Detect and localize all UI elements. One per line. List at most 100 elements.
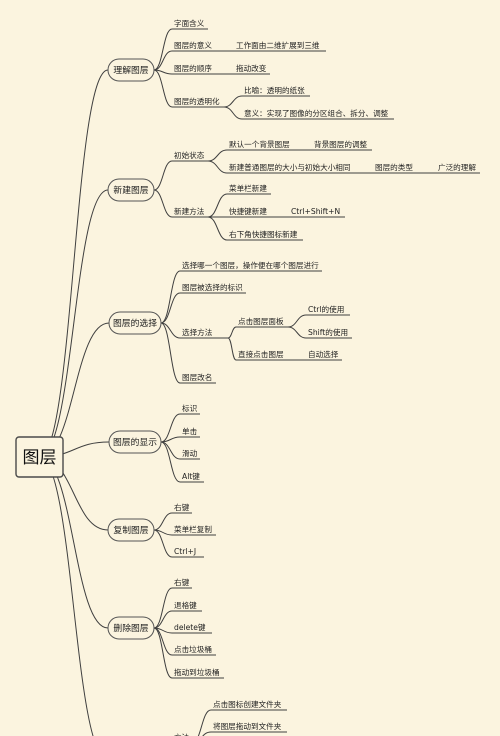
connector (197, 709, 212, 736)
leaf-label: 点击图层面板 (238, 316, 284, 326)
connector (153, 627, 173, 679)
leaf-node[interactable]: 选择方法 点击图层面板 Ctrl的使用 Shift的使用直接点击图层自动选择 (180, 304, 352, 361)
leaf-label: 菜单栏复制 (174, 524, 212, 534)
connector (202, 731, 212, 736)
connector (160, 441, 181, 483)
leaf-node[interactable]: Ctrl+Shift+N (289, 207, 345, 218)
leaf-label: 初始状态 (174, 150, 205, 160)
leaf-node[interactable]: delete键 (172, 622, 212, 634)
leaf-node[interactable]: 背景图层的调整 (312, 139, 372, 151)
branch-label: 图层的显示 (113, 436, 157, 448)
leaf-node[interactable]: 图层改名 (180, 372, 216, 384)
leaf-label: 新建方法 (174, 206, 205, 216)
branch-box (108, 430, 162, 454)
leaf-node[interactable]: 快捷键新建 Ctrl+Shift+N (227, 206, 345, 218)
connector (39, 456, 94, 736)
leaf-node[interactable]: 比喻：透明的纸张 (242, 85, 310, 97)
leaf-node[interactable]: 图层的意义 工作面由二维扩展到三维 (172, 40, 326, 52)
leaf-node[interactable]: 点击垃圾桶 (172, 644, 216, 656)
connector (160, 413, 181, 443)
connector (153, 189, 173, 218)
leaf-node[interactable]: 退格键 (172, 600, 202, 612)
leaf-label: 背景图层的调整 (314, 139, 368, 149)
connector (153, 587, 173, 629)
branch-label: 新建图层 (113, 184, 148, 196)
leaf-node[interactable]: 右键 (172, 502, 192, 514)
connector (207, 160, 228, 174)
connector (287, 326, 307, 339)
leaf-node[interactable]: 图层被选择的标识 (180, 282, 246, 294)
leaf-label: Alt键 (182, 471, 200, 481)
connector (223, 106, 243, 120)
leaf-label: 标识 (182, 403, 198, 413)
leaf-label: 退格键 (174, 600, 197, 610)
leaf-node[interactable]: 右下角快捷图标新建 (227, 229, 303, 241)
leaf-node[interactable]: Shift的使用 (306, 327, 352, 339)
leaf-node[interactable]: 拖动到垃圾桶 (172, 667, 224, 679)
leaf-label: 图层的透明化 (174, 96, 220, 106)
leaf-label: 字面含义 (174, 18, 205, 28)
leaf-label: 选择方法 (182, 327, 213, 337)
branch-box (108, 311, 162, 335)
branch-node[interactable]: 方法点击图标创建文件夹将图层拖动到文件夹 (108, 699, 287, 736)
leaf-node[interactable]: 拖动改变 (234, 63, 270, 75)
root-node[interactable]: 图层 (15, 436, 64, 478)
leaf-label: 广泛的理解 (438, 162, 476, 172)
leaf-node[interactable]: 自动选择 (306, 349, 342, 361)
connector (160, 322, 181, 339)
leaf-label: 新建普通图层的大小与初始大小相同 (229, 162, 351, 172)
leaf-node[interactable]: 广泛的理解 (436, 162, 480, 174)
leaf-node[interactable]: 初始状态 默认一个背景图层背景图层的调整新建普通图层的大小与初始大小相同 图层的类型… (172, 139, 480, 174)
leaf-label: 图层改名 (182, 372, 212, 382)
leaf-label: Ctrl+Shift+N (291, 207, 340, 216)
leaf-node[interactable]: 标识 (180, 403, 200, 415)
leaf-node[interactable]: 新建普通图层的大小与初始大小相同 图层的类型广泛的理解 (227, 162, 480, 174)
leaf-label: delete键 (174, 622, 206, 632)
leaf-node[interactable]: 选择哪一个图层，操作便在哪个图层进行 (180, 260, 322, 272)
leaf-node[interactable]: Ctrl+J (172, 547, 204, 558)
connector (160, 322, 181, 384)
leaf-label: 右键 (174, 502, 190, 512)
leaf-node[interactable]: 单击 (180, 426, 200, 438)
leaf-node[interactable]: 滑动 (180, 448, 200, 460)
leaf-label: Ctrl+J (174, 547, 196, 556)
leaf-label: 右下角快捷图标新建 (229, 229, 298, 239)
root-box (15, 436, 64, 478)
leaf-node[interactable]: 将图层拖动到文件夹 (211, 721, 287, 733)
leaf-node[interactable]: 右键 (172, 577, 192, 589)
connector (153, 610, 173, 629)
leaf-node[interactable]: 默认一个背景图层背景图层的调整 (227, 139, 372, 151)
connector (207, 193, 228, 218)
leaf-node[interactable]: 菜单栏新建 (227, 183, 271, 195)
leaf-node[interactable]: 图层的类型广泛的理解 (373, 162, 480, 174)
leaf-node[interactable]: 工作面由二维扩展到三维 (234, 40, 326, 52)
leaf-node[interactable]: Ctrl的使用 (306, 304, 350, 316)
leaf-node[interactable]: 意义：实现了图像的分区组合、拆分、调整 (242, 108, 394, 120)
leaf-node[interactable]: 点击图标创建文件夹 (211, 699, 287, 711)
branch-label: 删除图层 (113, 622, 148, 634)
leaf-label: 自动选择 (308, 349, 339, 359)
connector (160, 441, 181, 460)
connector (39, 189, 109, 458)
leaf-node[interactable]: 点击图层面板 Ctrl的使用 Shift的使用 (236, 304, 352, 339)
leaf-node[interactable]: 方法点击图标创建文件夹将图层拖动到文件夹 (172, 699, 287, 736)
branch-node[interactable]: 理解图层字面含义图层的意义工作面由二维扩展到三维图层的顺序拖动改变图层的透明化比… (107, 18, 394, 120)
nodes: 图层理解图层字面含义图层的意义工作面由二维扩展到三维图层的顺序拖动改变图层的透明… (15, 18, 480, 736)
leaf-node[interactable]: 直接点击图层自动选择 (236, 349, 342, 361)
leaf-node[interactable]: 字面含义 (172, 18, 208, 30)
leaf-node[interactable]: Alt键 (180, 471, 204, 483)
leaf-label: 拖动改变 (236, 63, 267, 73)
leaf-label: 图层的意义 (174, 40, 212, 50)
branch-box (107, 616, 155, 640)
branch-node[interactable]: 新建图层 初始状态 默认一个背景图层背景图层的调整新建普通图层的大小与初始大小相同 图… (107, 139, 480, 241)
leaf-node[interactable]: 图层的顺序拖动改变 (172, 63, 270, 75)
leaf-label: 快捷键新建 (229, 206, 267, 216)
leaf-node[interactable]: 菜单栏复制 (172, 524, 216, 536)
branch-label: 图层的选择 (113, 317, 157, 329)
